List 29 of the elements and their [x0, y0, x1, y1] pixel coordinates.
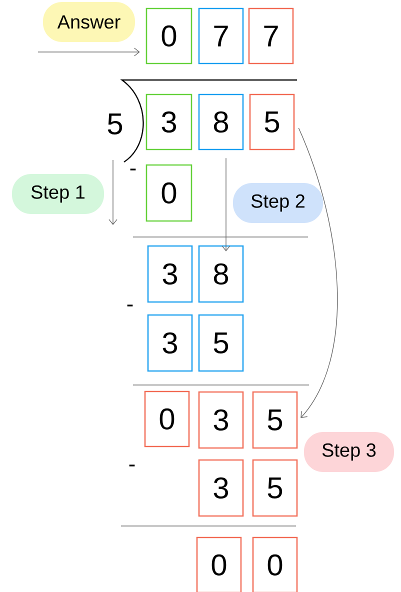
- step-label: Answer: [43, 2, 135, 42]
- divisor: 5: [108, 114, 122, 134]
- minus-sign: -: [129, 464, 135, 466]
- step-label: Step 2: [233, 183, 323, 223]
- minus-sign: -: [130, 168, 136, 170]
- digit-box: 0: [196, 536, 242, 592]
- step-label: Step 3: [304, 432, 394, 472]
- digit-box: 0: [144, 390, 190, 448]
- digit-box: 7: [198, 8, 244, 64]
- digit-box: 3: [198, 459, 244, 517]
- digit-box: 3: [147, 314, 193, 372]
- digit-box: 7: [248, 8, 294, 64]
- digit-box: 5: [252, 459, 298, 517]
- digit-box: 3: [146, 94, 192, 150]
- step-label: Step 1: [12, 174, 104, 214]
- arrow: [38, 48, 140, 56]
- arrow: [298, 128, 338, 418]
- digit-box: 5: [249, 94, 295, 150]
- digit-box: 0: [146, 164, 192, 222]
- arrow: [222, 158, 230, 252]
- digit-box: 8: [198, 245, 244, 303]
- digit-box: 3: [198, 391, 244, 449]
- digit-box: 5: [252, 391, 298, 449]
- minus-sign: -: [127, 304, 133, 306]
- digit-box: 0: [146, 8, 192, 64]
- digit-box: 5: [198, 314, 244, 372]
- digit-box: 8: [198, 94, 244, 150]
- digit-box: 0: [252, 536, 298, 592]
- digit-box: 3: [147, 245, 193, 303]
